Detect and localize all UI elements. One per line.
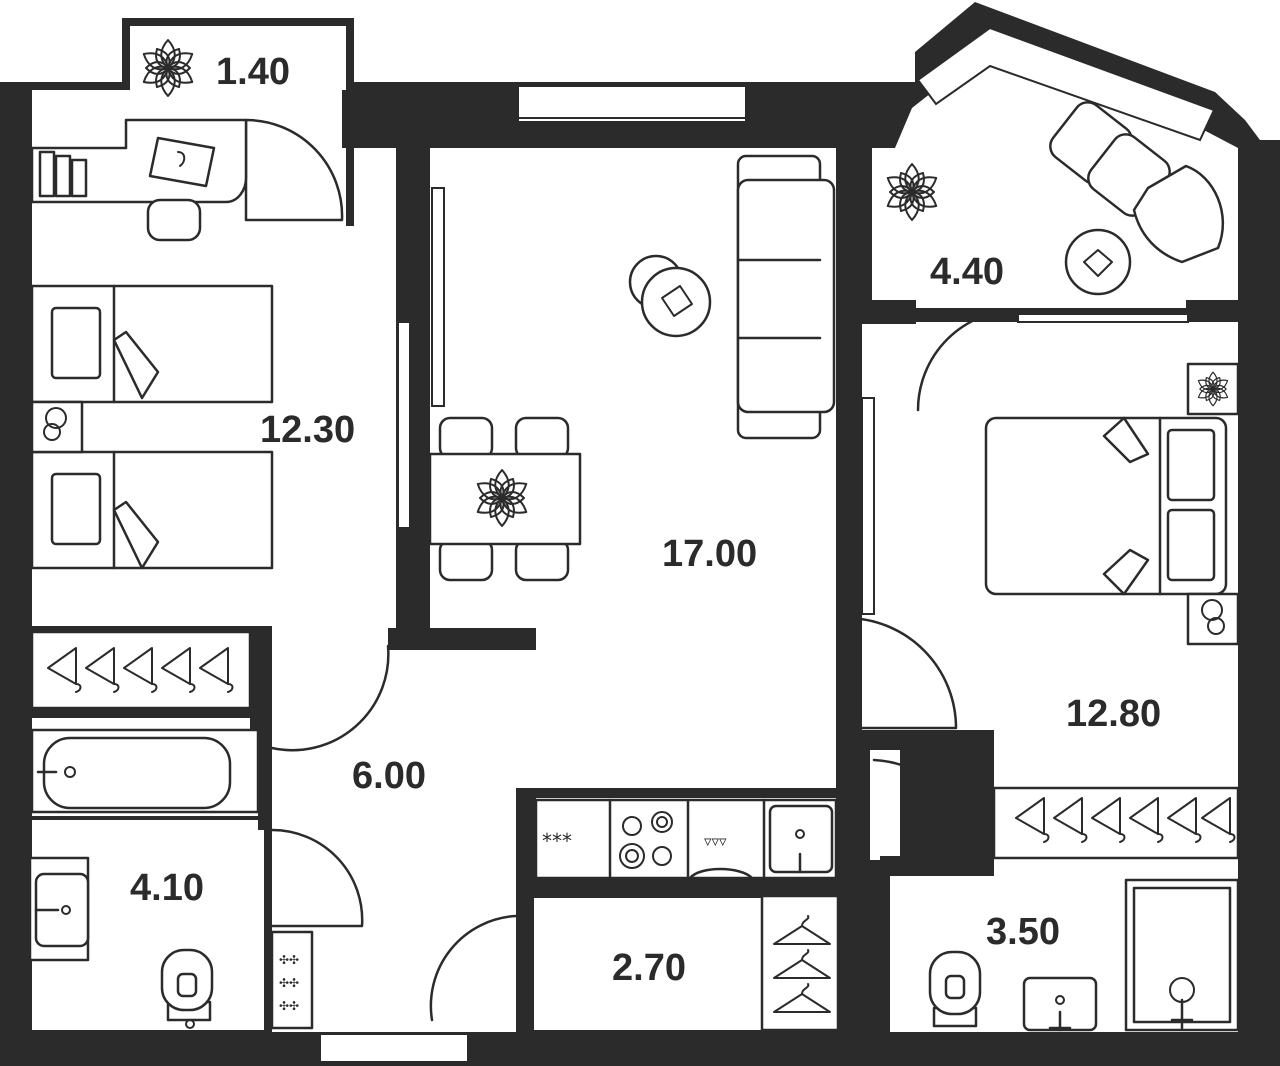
svg-text:✣✣: ✣✣ (279, 953, 299, 967)
bed-icon (984, 362, 1240, 646)
room-area-toilet: 3.50 (986, 911, 1060, 953)
shower-icon (1124, 878, 1240, 1032)
sink-icon (28, 856, 90, 962)
area-labels: 1.40 4.40 12.30 17.00 12.80 6.00 4.10 2.… (130, 51, 1161, 989)
desk-icon (30, 118, 248, 242)
room-area-living-room: 17.00 (662, 533, 757, 575)
room-area-hallway: 6.00 (352, 755, 426, 797)
hanger-icon (30, 630, 252, 710)
toilet-icon (928, 950, 982, 1028)
room-area-kids-bedroom: 12.30 (260, 409, 355, 451)
room-area-bathroom: 4.10 (130, 867, 204, 909)
stove-icon: *** ▿▿▿ (534, 798, 838, 880)
hanger-icon (760, 894, 840, 1032)
armchair-icon (1049, 101, 1225, 296)
room-area-bedroom: 12.80 (1066, 693, 1161, 735)
heated-towel-rail-icon: ✣✣ ✣✣ ✣✣ (270, 930, 314, 1030)
room-area-storage: 2.70 (612, 947, 686, 989)
svg-text:✣✣: ✣✣ (279, 976, 299, 990)
coffee-table-icon (628, 254, 712, 338)
toilet-icon (160, 948, 214, 1029)
bed-icon (30, 284, 274, 570)
svg-text:▿▿▿: ▿▿▿ (704, 832, 727, 850)
windows (319, 26, 1216, 1063)
svg-text:✣✣: ✣✣ (279, 999, 299, 1013)
room-area-balcony-small: 1.40 (216, 51, 290, 93)
sink-icon (1022, 976, 1098, 1032)
sofa-icon (736, 154, 836, 440)
bathtub-icon (30, 728, 260, 814)
door-swings (244, 118, 1020, 1022)
interior-walls (32, 26, 1238, 1032)
wardrobe-icon (992, 786, 1240, 860)
dining-table-icon (428, 416, 582, 582)
room-area-balcony-large: 4.40 (930, 251, 1004, 293)
svg-text:***: *** (542, 829, 572, 853)
